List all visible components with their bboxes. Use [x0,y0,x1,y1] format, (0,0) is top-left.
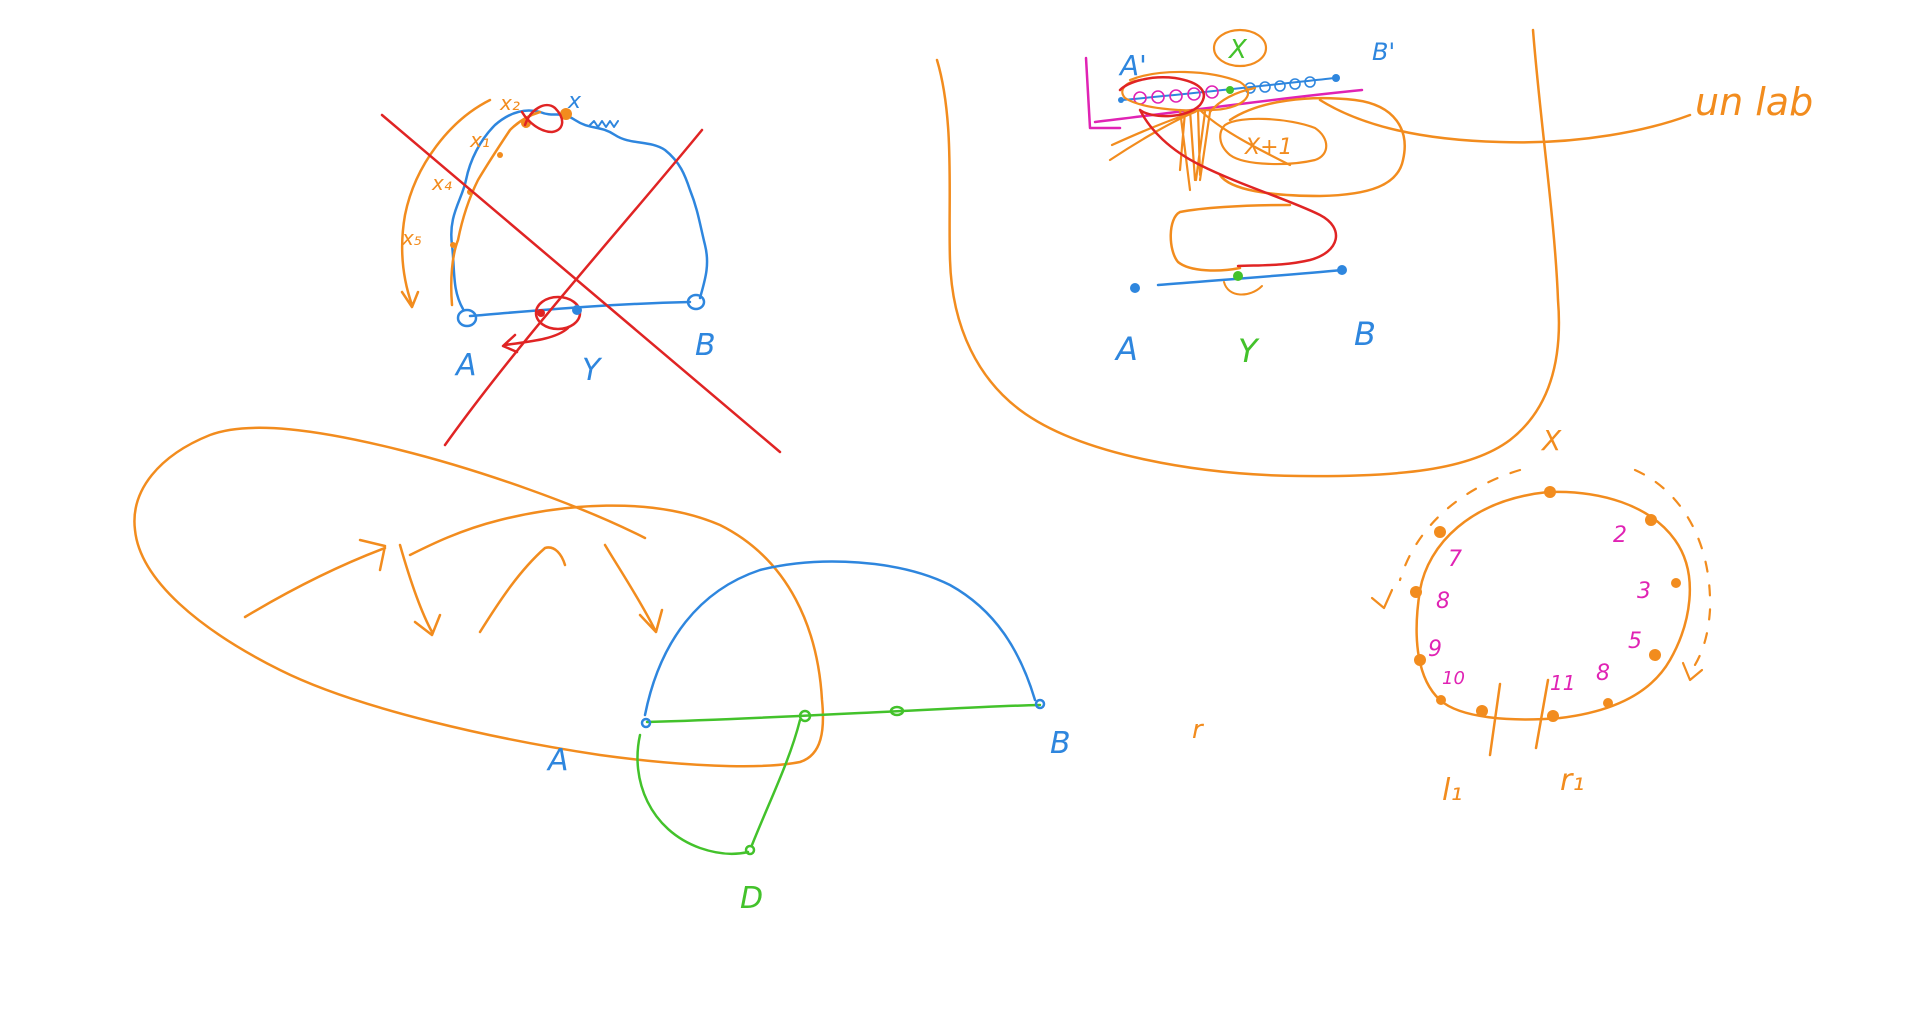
magenta-bracket [1084,56,1364,130]
point-a2 [1130,283,1140,293]
orange-dot-3 [497,152,503,158]
blue-dot-y2 [572,305,582,315]
point-a [456,308,478,328]
label-x-green: X [1227,35,1248,65]
orange-arrow-1 [243,538,387,619]
num-8-left: 8 [1436,589,1450,614]
red-cross-line-2 [443,128,704,447]
label-x5: x₅ [401,226,422,250]
num-9: 9 [1428,637,1442,662]
sketch-circle-numbers: X l₁ r₁ 2 3 5 8 11 10 [1370,424,1712,808]
point-d [744,844,756,856]
label-b-prime: B' [1372,38,1395,66]
orange-arrow-3 [478,546,567,634]
label-x1: x₁ [469,128,490,152]
orange-arrowhead-left4 [1370,588,1394,610]
point-mid2 [889,705,905,717]
red-loop-top [520,103,564,134]
blue-top-dot-right [1332,74,1340,82]
point-b3 [1034,698,1046,710]
green-path-d-2 [750,718,802,847]
orange-arrowhead-right4 [1681,661,1704,682]
label-d: D [740,881,763,916]
orange-dashed-arc-left [1398,468,1522,582]
num-10: 10 [1442,668,1465,689]
label-x-plus-1: X+1 [1244,135,1293,160]
orange-arrowhead-left [400,290,420,309]
orange-lower-loop [1169,203,1292,272]
orange-large-loop [133,426,825,768]
blue-wavy-arc [450,109,709,311]
blue-arc-ab [643,560,1037,717]
label-x2: x₂ [499,91,520,115]
label-y2: Y [1238,332,1260,370]
num-2: 2 [1613,523,1627,548]
green-line-ab [645,703,1042,724]
orange-arrow-left [400,98,492,307]
blue-top-dot-left [1118,97,1124,103]
sketch-crossed-out: A Y B x x₂ x₁ x₄ x₅ [380,89,782,454]
num-11: 11 [1550,671,1575,695]
num-3: 3 [1637,579,1651,604]
label-b3: B [1050,726,1071,761]
tick-r1 [1534,678,1550,750]
orange-arrow-2 [398,543,442,637]
red-cross-line-1 [380,113,782,454]
label-b2: B [1354,315,1376,353]
label-r1: r₁ [1560,763,1584,798]
stray-mark: r [1192,715,1205,745]
blue-base-line [468,300,692,318]
circle-dots [1410,486,1681,722]
point-a3 [640,717,652,729]
label-b: B [695,328,716,363]
num-7: 7 [1448,547,1462,572]
label-y: Y [582,353,603,388]
num-8-right: 8 [1596,661,1610,686]
orange-scribble-cluster [1108,70,1292,192]
point-b [686,293,706,311]
label-unlab: un lab [1695,80,1813,124]
orange-dot-5 [450,242,456,248]
label-a3: A [546,743,569,778]
sketch-zoomed: un lab X+1 X [935,28,1813,478]
green-path-d [636,733,750,856]
label-a-prime: A' [1118,49,1147,82]
orange-u-curve [935,28,1561,478]
num-5: 5 [1628,629,1642,654]
blue-dot-y1 [537,309,545,317]
orange-big-loop [1218,96,1406,198]
red-path [1118,76,1338,268]
orange-line-unlab [1318,98,1692,144]
point-y2 [1233,271,1243,281]
tick-l1 [1488,682,1502,757]
orange-bubble-xplus1 [1219,117,1328,166]
label-a2: A [1114,330,1138,368]
orange-swoosh-y [1223,281,1263,296]
label-l1: l₁ [1442,773,1462,808]
label-x4: x₄ [431,171,452,195]
orange-path [450,110,542,307]
label-x4: X [1540,424,1562,457]
orange-bubble-x [1212,28,1268,68]
blue-line-ayb [1156,268,1344,287]
point-b2 [1337,265,1347,275]
orange-dot-2 [560,108,572,120]
red-arrow-y [501,326,570,354]
orange-arrow-4 [603,543,664,634]
blue-top-line [1121,77,1336,101]
label-a: A [454,348,477,383]
orange-circle [1415,490,1692,721]
sketch-bottom-left: A B D [133,426,1071,916]
orange-dashed-arc-right [1633,468,1712,677]
blue-wiggle [589,120,619,128]
label-x: x [567,89,582,114]
point-mid1 [798,709,812,723]
